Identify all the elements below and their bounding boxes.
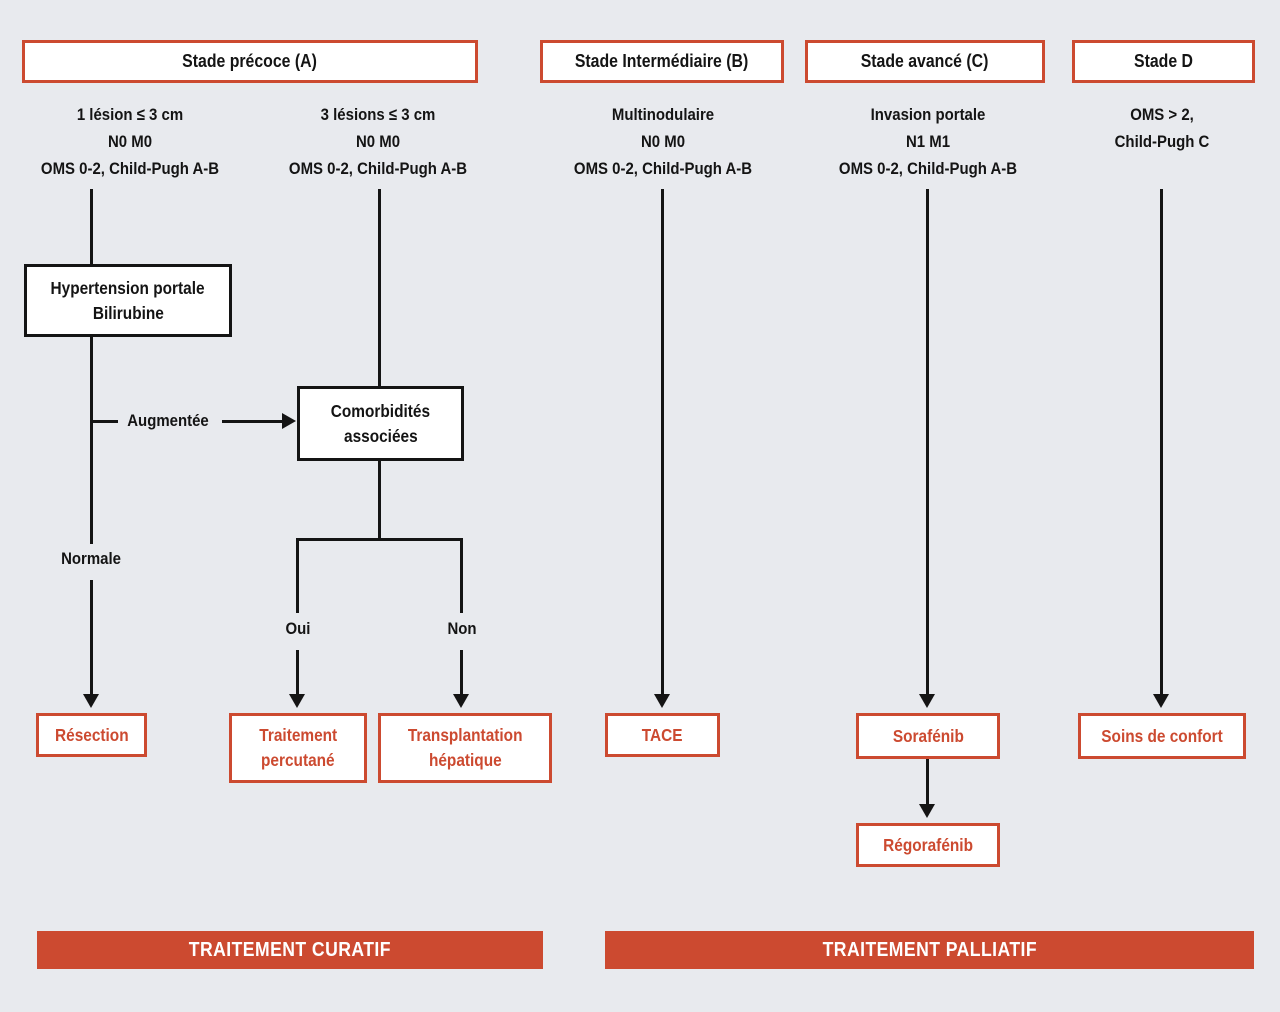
stage-header-label: Stade précoce (A): [182, 51, 318, 71]
stage-header-label: Stade Intermédiaire (B): [575, 51, 749, 71]
treatment-label: Traitement: [259, 725, 337, 745]
treatment-label: Sorafénib: [892, 725, 964, 746]
treatment-box-soins-de-confort: Soins de confort: [1078, 713, 1246, 759]
criteria-line: N0 M0: [640, 132, 686, 151]
criteria-stage-c: Invasion portale N1 M1 OMS 0-2, Child-Pu…: [818, 101, 1038, 182]
branch-left-drop: [296, 538, 299, 613]
line-d: [1160, 189, 1163, 696]
stage-header-label: Stade D: [1134, 51, 1193, 71]
arrowhead-soins: [1153, 694, 1169, 708]
stage-header-precoce-a: Stade précoce (A): [22, 40, 478, 83]
arrowhead-tace: [654, 694, 670, 708]
footer-bar-palliatif: TRAITEMENT PALLIATIF: [605, 931, 1254, 969]
arrowhead-resection: [83, 694, 99, 708]
branch-label-normale: Normale: [31, 549, 151, 569]
line-b: [661, 189, 664, 696]
stage-header-avance-c: Stade avancé (C): [805, 40, 1045, 83]
branch-hline: [296, 538, 463, 541]
line-c: [926, 189, 929, 696]
criteria-line: Multinodulaire: [611, 105, 715, 124]
branch-right-drop: [460, 538, 463, 613]
criteria-line: OMS 0-2, Child-Pugh A-B: [288, 159, 468, 178]
treatment-label: Transplantation: [407, 725, 523, 745]
branch-label-text: Non: [447, 619, 477, 638]
criteria-stage-a-lesion1: 1 lésion ≤ 3 cm N0 M0 OMS 0-2, Child-Pug…: [20, 101, 240, 182]
criteria-line: OMS 0-2, Child-Pugh A-B: [838, 159, 1018, 178]
line-sorafenib-regorafenib: [926, 759, 929, 805]
decision-line: associées: [343, 425, 418, 446]
criteria-line: OMS 0-2, Child-Pugh A-B: [40, 159, 220, 178]
treatment-box-transplantation: Transplantation hépatique: [378, 713, 552, 783]
criteria-line: 3 lésions ≤ 3 cm: [320, 105, 436, 124]
branch-label-text: Oui: [285, 619, 311, 638]
branch-label-oui: Oui: [268, 619, 328, 639]
footer-bar-label: TRAITEMENT PALLIATIF: [822, 938, 1037, 961]
criteria-stage-d: OMS > 2, Child-Pugh C: [1052, 101, 1272, 155]
line-a1-mid: [90, 336, 93, 544]
decision-line: Comorbidités: [330, 400, 431, 421]
treatment-box-sorafenib: Sorafénib: [856, 713, 1000, 759]
arrowhead-regorafenib: [919, 804, 935, 818]
decision-line: Hypertension portale: [50, 277, 206, 298]
decision-box-comorbidites: Comorbidités associées: [297, 386, 464, 461]
criteria-line: Child-Pugh C: [1114, 132, 1210, 151]
line-a1-lower: [90, 580, 93, 696]
branch-label-text: Augmentée: [127, 411, 209, 430]
augmentee-line-right: [222, 420, 282, 423]
treatment-box-percutane: Traitement percutané: [229, 713, 367, 783]
criteria-line: 1 lésion ≤ 3 cm: [76, 105, 184, 124]
criteria-line: OMS 0-2, Child-Pugh A-B: [573, 159, 753, 178]
treatment-label: hépatique: [428, 750, 502, 770]
treatment-box-tace: TACE: [605, 713, 720, 757]
footer-bar-curatif: TRAITEMENT CURATIF: [37, 931, 543, 969]
line-non: [460, 650, 463, 696]
decision-box-hypertension: Hypertension portale Bilirubine: [24, 264, 232, 337]
arrowhead-oui: [289, 694, 305, 708]
criteria-stage-b: Multinodulaire N0 M0 OMS 0-2, Child-Pugh…: [553, 101, 773, 182]
arrowhead-comorbidites: [282, 413, 296, 429]
treatment-label: Soins de confort: [1101, 725, 1223, 746]
augmentee-line-left: [90, 420, 118, 423]
treatment-label: Résection: [54, 724, 129, 745]
arrowhead-non: [453, 694, 469, 708]
criteria-line: Invasion portale: [870, 105, 986, 124]
stage-header-d: Stade D: [1072, 40, 1255, 83]
treatment-label: Régorafénib: [883, 834, 973, 855]
line-a2-lower: [378, 460, 381, 541]
arrowhead-sorafenib: [919, 694, 935, 708]
branch-label-non: Non: [432, 619, 492, 639]
stage-header-intermediaire-b: Stade Intermédiaire (B): [540, 40, 784, 83]
criteria-line: N0 M0: [107, 132, 153, 151]
criteria-line: OMS > 2,: [1130, 105, 1194, 124]
branch-label-augmentee: Augmentée: [116, 411, 220, 431]
footer-bar-label: TRAITEMENT CURATIF: [188, 938, 392, 961]
stage-header-label: Stade avancé (C): [861, 51, 989, 71]
criteria-line: N0 M0: [355, 132, 401, 151]
decision-line: Bilirubine: [92, 302, 164, 323]
treatment-box-regorafenib: Régorafénib: [856, 823, 1000, 867]
line-a1-upper: [90, 189, 93, 265]
branch-label-text: Normale: [61, 549, 121, 568]
criteria-stage-a-lesions3: 3 lésions ≤ 3 cm N0 M0 OMS 0-2, Child-Pu…: [268, 101, 488, 182]
line-oui: [296, 650, 299, 696]
treatment-box-resection: Résection: [36, 713, 147, 757]
treatment-label: TACE: [642, 724, 683, 745]
criteria-line: N1 M1: [905, 132, 951, 151]
treatment-label: percutané: [261, 750, 335, 770]
line-a2-upper: [378, 189, 381, 387]
